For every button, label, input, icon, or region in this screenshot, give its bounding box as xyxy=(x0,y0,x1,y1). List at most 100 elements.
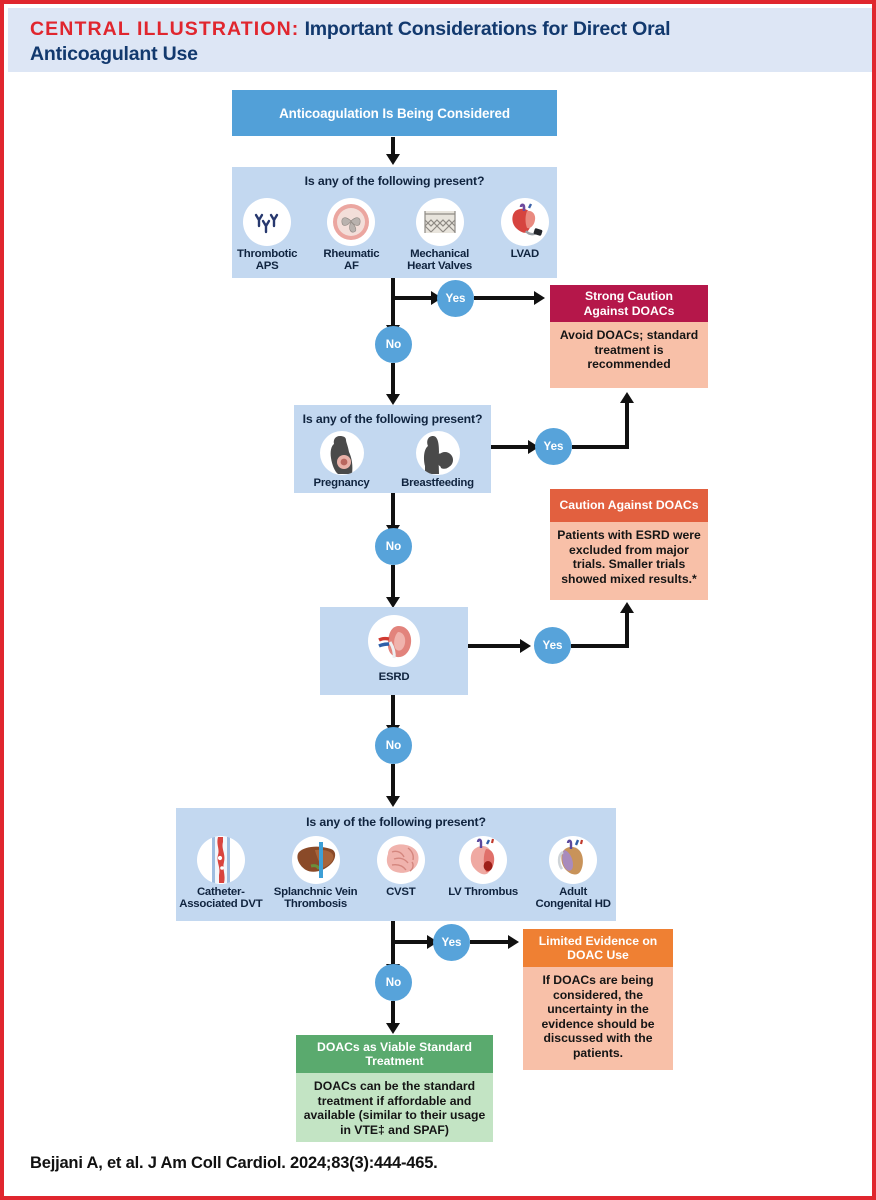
icon-label: LVAD xyxy=(510,248,540,260)
decision-box-1: Is any of the following present? Thrombo… xyxy=(232,167,557,278)
outcome-caution: Caution Against DOACs Patients with ESRD… xyxy=(550,489,708,600)
arrow-yes3-v-line xyxy=(625,613,629,648)
arrow-yes1-line xyxy=(474,296,536,300)
icon-item-lvad: LVAD xyxy=(493,198,557,260)
header-line-1: CENTRAL ILLUSTRATION: Important Consider… xyxy=(30,17,850,42)
arrow-no1-line xyxy=(391,363,395,395)
decision-box-4: Is any of the following present? Cathete… xyxy=(176,808,616,921)
decision-box-2-question: Is any of the following present? xyxy=(302,412,483,426)
no-circle-3: No xyxy=(375,727,412,764)
brain-icon xyxy=(376,836,425,884)
arrow-no4-line xyxy=(391,1001,395,1025)
arrow-no3-head xyxy=(385,796,400,807)
icon-label: CVST xyxy=(386,886,416,898)
decision-box-esrd: ESRD xyxy=(320,607,468,695)
page-header: CENTRAL ILLUSTRATION: Important Consider… xyxy=(8,8,872,72)
arrow-start-to-q1-head xyxy=(385,154,400,165)
lvad-heart-icon xyxy=(500,198,549,246)
yes-circle-4: Yes xyxy=(433,924,470,961)
yes-circle-3: Yes xyxy=(534,627,571,664)
arrow-start-to-q1-line xyxy=(391,137,395,155)
arrow-yes3-h-line xyxy=(571,644,629,648)
arrow-no1-head xyxy=(385,394,400,405)
icon-item-breastfeeding: Breastfeeding xyxy=(395,431,481,489)
arrow-q1-down-line xyxy=(391,278,395,326)
breastfeeding-icon xyxy=(415,431,460,475)
icon-label: ESRD xyxy=(378,671,410,683)
arrow-q2-yes-head xyxy=(528,439,539,454)
citation: Bejjani A, et al. J Am Coll Cardiol. 202… xyxy=(30,1154,438,1172)
arrow-no4-head xyxy=(385,1023,400,1034)
icon-item-cvst: CVST xyxy=(365,836,436,898)
kidney-icon xyxy=(368,615,420,667)
start-box: Anticoagulation Is Being Considered xyxy=(232,90,557,136)
outcome-limited-evidence-body: If DOACs are being considered, the uncer… xyxy=(523,967,673,1070)
icon-item-esrd: ESRD xyxy=(334,615,454,683)
icon-item-pregnancy: Pregnancy xyxy=(305,431,379,489)
arrow-q2-no-line xyxy=(391,493,395,527)
heart-thrombus-icon xyxy=(459,836,508,884)
arrow-yes2-head xyxy=(619,392,634,403)
heart-valve-icon xyxy=(327,198,376,246)
blood-vessel-icon xyxy=(196,836,245,884)
icon-label: Breastfeeding xyxy=(401,477,474,489)
congenital-heart-icon xyxy=(549,836,598,884)
yes-circle-2: Yes xyxy=(535,428,572,465)
outcome-caution-body: Patients with ESRD were excluded from ma… xyxy=(550,522,708,600)
arrow-q4-yes-head xyxy=(427,934,438,949)
icon-label: Pregnancy xyxy=(313,477,370,489)
central-illustration-label: CENTRAL ILLUSTRATION: xyxy=(30,18,300,40)
no-circle-1: No xyxy=(375,326,412,363)
arrow-yes3-head xyxy=(619,602,634,613)
decision-box-1-question: Is any of the following present? xyxy=(304,174,485,188)
arrow-q1-yes-line xyxy=(391,296,433,300)
decision-box-2: Is any of the following present? Pregnan… xyxy=(294,405,491,493)
arrow-esrd-no-line xyxy=(391,695,395,727)
arrow-q4-yes-line xyxy=(391,940,429,944)
arrow-q2-yes-line xyxy=(491,445,533,449)
antibody-icon xyxy=(243,198,292,246)
icon-item-lv-thrombus: LV Thrombus xyxy=(442,836,524,898)
no-circle-4: No xyxy=(375,964,412,1001)
page-title: Important Considerations for Direct Oral xyxy=(304,18,671,40)
icon-item-catheter-dvt: Catheter-Associated DVT xyxy=(176,836,266,911)
arrow-yes2-v-line xyxy=(625,403,629,449)
outcome-caution-title: Caution Against DOACs xyxy=(550,489,708,522)
decision-box-4-question: Is any of the following present? xyxy=(306,815,486,829)
pregnancy-icon xyxy=(319,431,364,475)
arrow-yes4-head xyxy=(508,934,519,949)
decision-box-2-icons: Pregnancy Breastfeeding xyxy=(294,431,491,489)
arrow-no3-line xyxy=(391,764,395,798)
liver-icon xyxy=(291,836,340,884)
icon-label: LV Thrombus xyxy=(448,886,519,898)
arrow-yes2-h-line xyxy=(572,445,629,449)
start-box-label: Anticoagulation Is Being Considered xyxy=(279,105,510,121)
decision-box-esrd-icons: ESRD xyxy=(320,615,468,683)
arrow-yes4-line xyxy=(470,940,510,944)
arrow-q1-yes-head xyxy=(431,290,442,305)
arrow-no2-line xyxy=(391,565,395,599)
icon-label: Catheter-Associated DVT xyxy=(179,886,263,911)
yes-circle-1: Yes xyxy=(437,280,474,317)
arrow-q4-down-line xyxy=(391,921,395,967)
arrow-esrd-yes-line xyxy=(468,644,524,648)
arrow-esrd-yes-head xyxy=(520,638,531,653)
